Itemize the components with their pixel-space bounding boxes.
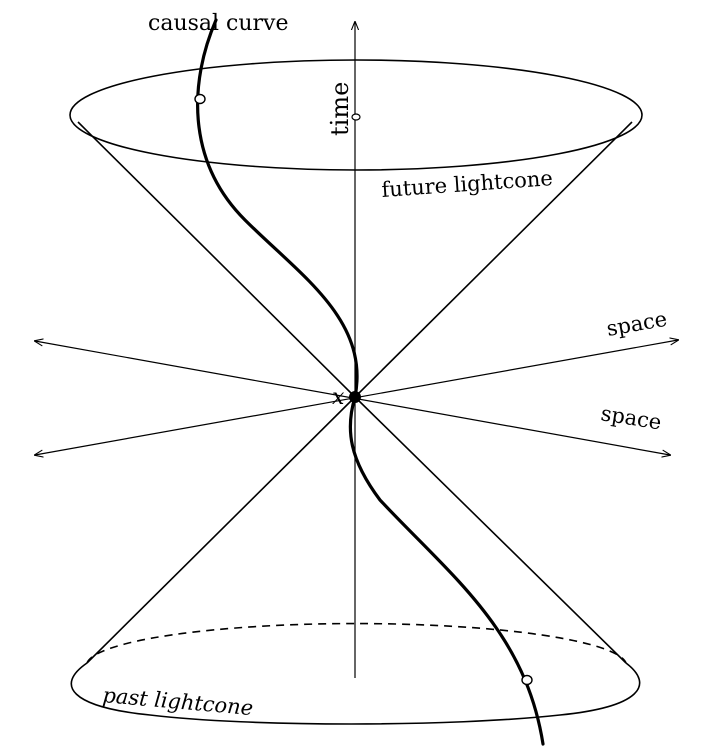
- space-axis-lower-label: space: [599, 401, 663, 434]
- time-axis-label: time: [326, 82, 354, 136]
- future-cone-left-edge: [77, 121, 356, 398]
- past-cone-left-edge: [86, 396, 356, 664]
- future-cone-right-edge: [354, 121, 633, 398]
- curve-marker-upper: [194, 93, 206, 105]
- past-lightcone-label: past lightcone: [102, 683, 255, 720]
- causal-curve-line: [196, 18, 545, 746]
- future-lightcone-label: future lightcone: [381, 166, 554, 202]
- past-cone-right-edge: [354, 396, 627, 664]
- event-point-label: x: [332, 385, 345, 410]
- causal-curve-label: causal curve: [148, 11, 289, 36]
- past-cone-rim-front: [70, 662, 641, 725]
- future-cone-rim: [69, 59, 643, 171]
- curve-marker-lower: [521, 674, 533, 686]
- space-axis-upper-label: space: [605, 307, 669, 341]
- time-axis-marker: [351, 113, 361, 121]
- event-point: [349, 391, 361, 403]
- past-cone-rim-back: [86, 622, 627, 664]
